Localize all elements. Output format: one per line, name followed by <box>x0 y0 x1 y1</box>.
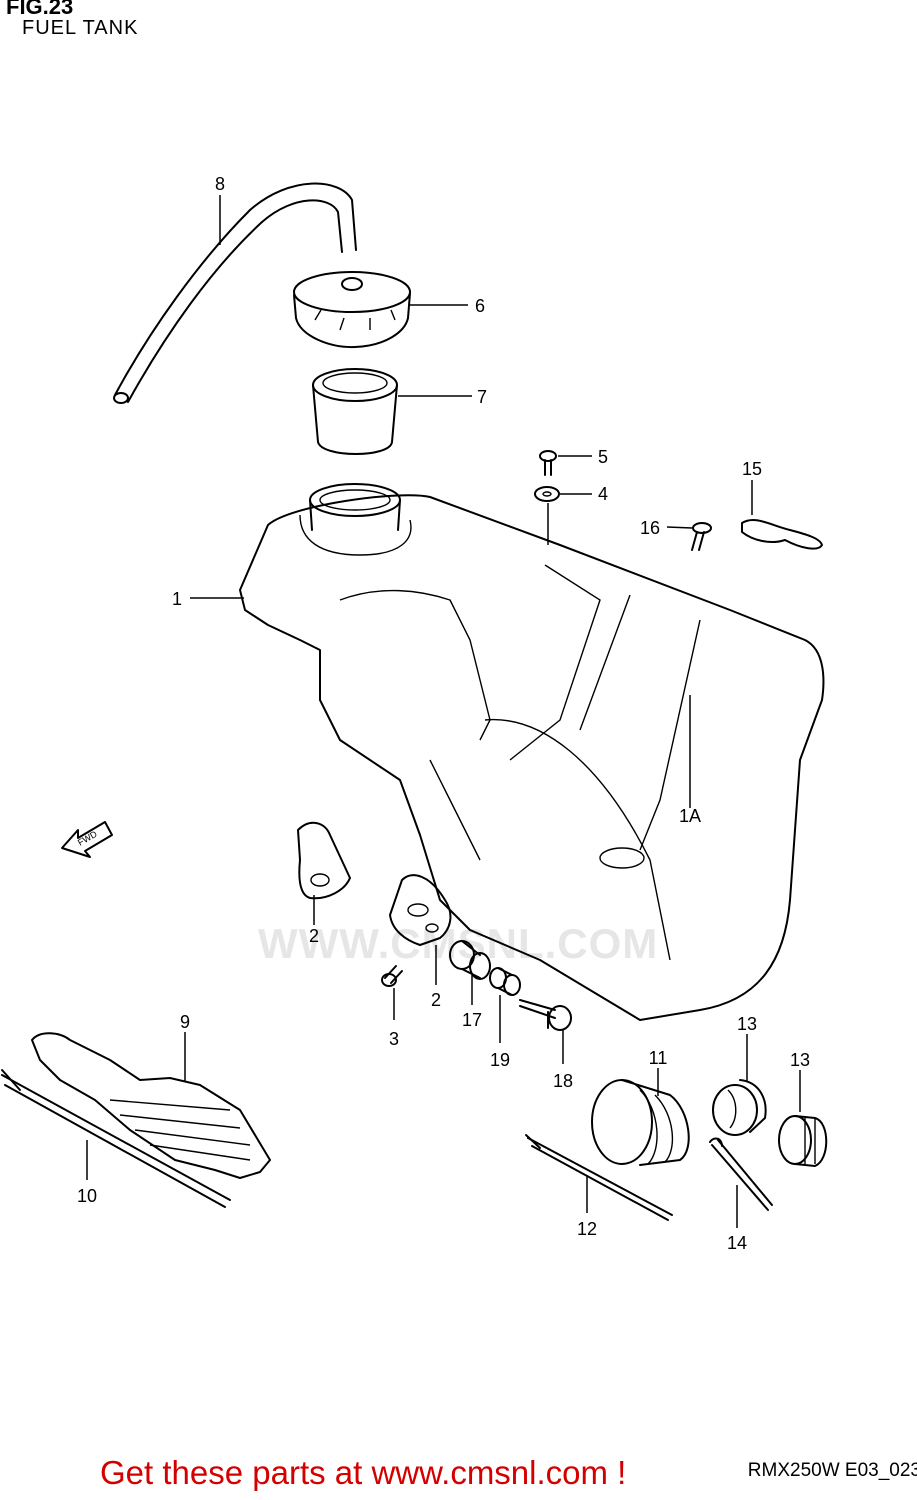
washer-4 <box>534 486 560 502</box>
label-part-9: 9 <box>180 1012 190 1032</box>
label-part-13-left: 13 <box>737 1014 757 1034</box>
damper-13-right <box>778 1115 828 1167</box>
label-part-2-right: 2 <box>431 990 441 1010</box>
label-part-15: 15 <box>742 459 762 479</box>
breather-hose <box>113 182 357 404</box>
band-12 <box>525 1134 673 1221</box>
label-part-7: 7 <box>477 387 487 407</box>
label-part-13-right: 13 <box>790 1050 810 1070</box>
label-part-11: 11 <box>649 1048 668 1068</box>
clip-15 <box>741 519 823 550</box>
watermark-text: WWW.CMSNL.COM <box>258 920 659 967</box>
label-part-8: 8 <box>215 174 225 194</box>
cushion-17 <box>449 940 491 980</box>
label-part-12: 12 <box>577 1219 597 1239</box>
figure-subtitle: FUEL TANK <box>22 17 139 39</box>
model-code: RMX250W E03_023 <box>747 1460 917 1481</box>
label-part-4: 4 <box>598 484 608 504</box>
leader-lines <box>86 195 801 1228</box>
label-part-2-left: 2 <box>309 926 319 946</box>
figure-title: FIG.23 <box>6 0 74 19</box>
bolt-5 <box>539 450 557 476</box>
bracket-2-left <box>297 821 351 900</box>
label-part-3: 3 <box>389 1029 399 1049</box>
bracket-2-right <box>389 874 452 946</box>
screw-16 <box>691 522 712 551</box>
band-14 <box>709 1137 773 1211</box>
label-part-1: 1 <box>172 589 182 609</box>
boot-11 <box>591 1079 690 1166</box>
forward-arrow-icon: FWD <box>61 821 113 858</box>
label-part-6: 6 <box>475 296 485 316</box>
bolt-18 <box>519 999 572 1031</box>
band-10 <box>1 1069 231 1208</box>
bolt-3 <box>381 965 403 987</box>
label-part-14: 14 <box>727 1233 747 1253</box>
label-part-18: 18 <box>553 1071 573 1091</box>
collar-19 <box>489 967 521 996</box>
part-labels: 8 6 7 5 4 16 15 1 1A 2 2 3 17 19 18 9 10… <box>77 174 810 1253</box>
label-part-1a: 1A <box>679 806 701 826</box>
label-part-19: 19 <box>490 1050 510 1070</box>
filler-cup <box>312 368 398 455</box>
fuel-tank <box>239 483 825 1021</box>
label-part-10: 10 <box>77 1186 97 1206</box>
damper-13-left <box>712 1079 767 1136</box>
fuel-cap <box>293 271 411 349</box>
promo-link[interactable]: Get these parts at www.cmsnl.com ! <box>100 1454 627 1491</box>
label-part-17: 17 <box>462 1010 482 1030</box>
tank-pad-9 <box>31 1032 271 1179</box>
label-part-5: 5 <box>598 447 608 467</box>
label-part-16: 16 <box>640 518 660 538</box>
